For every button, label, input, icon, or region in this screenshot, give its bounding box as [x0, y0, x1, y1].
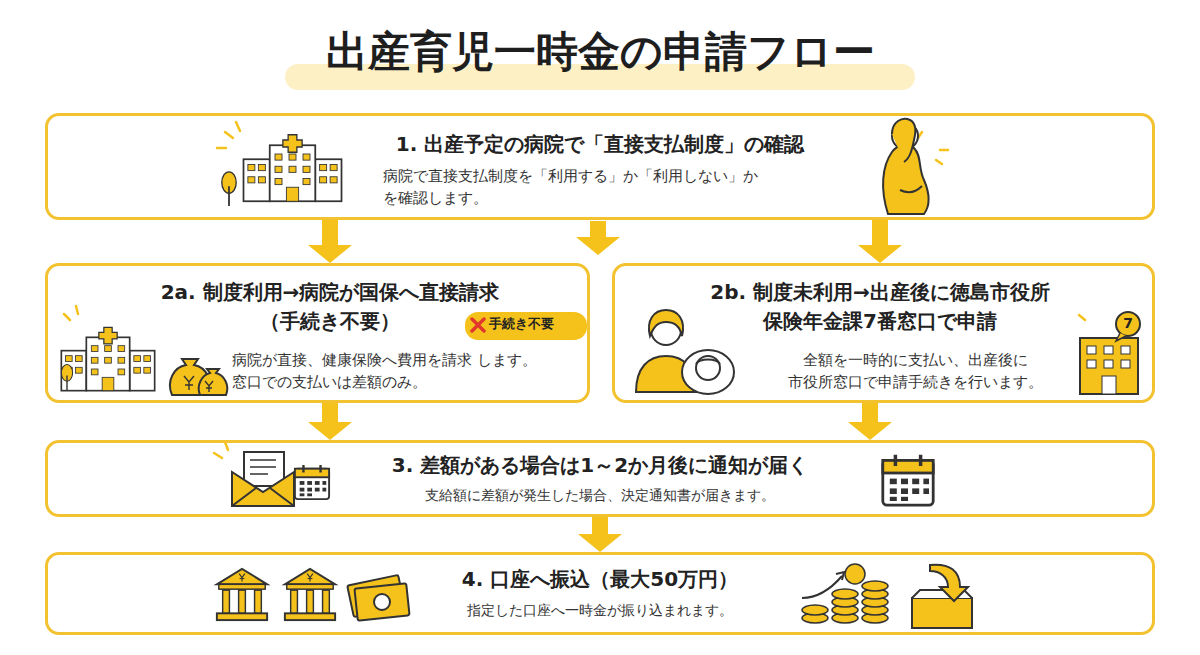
flow-arrow — [308, 220, 352, 263]
box-body: 病院で直接支払制度を「利用する」か「利用しない」か を確認します。 — [383, 166, 813, 210]
text-slot: 2b. 制度未利用→出産後に徳島市役所 保険年金課7番窓口で申請 — [680, 278, 1080, 336]
box-heading: 手続き不要 — [489, 315, 583, 334]
text-slot: 手続き不要 — [489, 315, 583, 334]
flow-arrow — [308, 403, 352, 440]
text-slot: 4. 口座へ振込（最大50万円） — [345, 565, 855, 594]
box-heading: 1. 出産予定の病院で「直接支払制度」の確認 — [345, 130, 855, 159]
flow-arrow — [578, 517, 622, 552]
process-box: 2b. 制度未利用→出産後に徳島市役所 保険年金課7番窓口で申請全額を一時的に支… — [612, 263, 1155, 403]
callout-number: 7 — [1119, 314, 1137, 332]
process-box: 4. 口座へ振込（最大50万円） 指定した口座へ一時金が振り込まれます。 — [45, 552, 1155, 635]
text-slot: 全額を一時的に支払い、出産後に 市役所窓口で申請手続きを行います。 — [750, 350, 1080, 394]
flow-arrow — [858, 220, 902, 263]
text-slot: 支給額に差額が発生した場合、決定通知書が届きます。 — [295, 485, 905, 505]
text-slot: 1. 出産予定の病院で「直接支払制度」の確認 — [345, 130, 855, 159]
box-body: 病院が直接、健康保険へ費用を請求 します。窓口での支払いは差額のみ。 — [232, 350, 542, 394]
box-body: 支給額に差額が発生した場合、決定通知書が届きます。 — [295, 485, 905, 505]
box-body: 指定した口座へ一時金が振り込まれます。 — [295, 600, 905, 620]
box-body: 全額を一時的に支払い、出産後に 市役所窓口で申請手続きを行います。 — [750, 350, 1080, 394]
status-badge: 手続き不要 — [465, 312, 587, 340]
box-heading: 4. 口座へ振込（最大50万円） — [345, 565, 855, 594]
box-heading: 2b. 制度未利用→出産後に徳島市役所 保険年金課7番窓口で申請 — [680, 278, 1080, 336]
text-slot: 3. 差額がある場合は1～2か月後に通知が届く — [345, 451, 855, 480]
flow-arrow — [848, 403, 892, 440]
process-box: 1. 出産予定の病院で「直接支払制度」の確認病院で直接支払制度を「利用する」か「… — [45, 113, 1155, 220]
box-heading: 3. 差額がある場合は1～2か月後に通知が届く — [345, 451, 855, 480]
text-slot: 指定した口座へ一時金が振り込まれます。 — [295, 600, 905, 620]
cross-icon — [470, 317, 486, 333]
text-slot: 病院が直接、健康保険へ費用を請求 します。窓口での支払いは差額のみ。 — [232, 350, 542, 394]
process-box: 2a. 制度利用→病院が国保へ直接請求 （手続き不要）病院が直接、健康保険へ費用… — [45, 263, 590, 403]
text-slot: 病院で直接支払制度を「利用する」か「利用しない」か を確認します。 — [383, 166, 813, 210]
diagram-title: 出産育児一時金の申請フロー — [0, 24, 1200, 80]
process-box: 3. 差額がある場合は1～2か月後に通知が届く支給額に差額が発生した場合、決定通… — [45, 440, 1155, 517]
